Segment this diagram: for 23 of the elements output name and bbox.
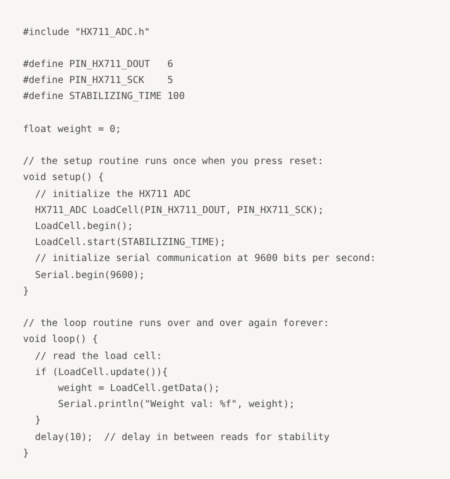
code-line: LoadCell.start(STABILIZING_TIME); <box>35 236 226 250</box>
code-line: if (LoadCell.update()){ <box>35 366 168 379</box>
code-line: // the setup routine runs once when you press reset: <box>23 155 324 168</box>
code-line: } <box>35 414 41 428</box>
code-line: weight = LoadCell.getData(); <box>58 382 220 395</box>
code-line: // initialize serial communication at 9600 bits per second: <box>35 252 376 266</box>
code-line: #define PIN_HX711_SCK 5 <box>23 74 174 88</box>
code-line: void setup() { <box>23 171 104 184</box>
code-line: float weight = 0; <box>23 122 122 136</box>
code-line: } <box>23 284 29 298</box>
code-line: // the loop routine runs over and over again forever: <box>23 317 330 330</box>
code-line: void loop() { <box>23 333 98 346</box>
code-line: Serial.begin(9600); <box>35 268 145 282</box>
code-line: #define PIN_HX711_DOUT 6 <box>23 58 174 71</box>
code-line: delay(10); // delay in between reads for stability <box>35 430 330 444</box>
code-line: LoadCell.begin(); <box>35 220 134 233</box>
code-line: HX711_ADC LoadCell(PIN_HX711_DOUT, PIN_HX711_SCK); <box>35 204 324 217</box>
code-line: #include "HX711_ADC.h" <box>23 26 150 38</box>
code-line: Serial.println("Weight val: %f", weight); <box>58 398 295 412</box>
code-line: // read the load cell: <box>35 350 162 362</box>
code-line: #define STABILIZING_TIME 100 <box>23 90 185 104</box>
code-line: } <box>23 446 29 460</box>
code-line: // initialize the HX711 ADC <box>35 188 191 200</box>
